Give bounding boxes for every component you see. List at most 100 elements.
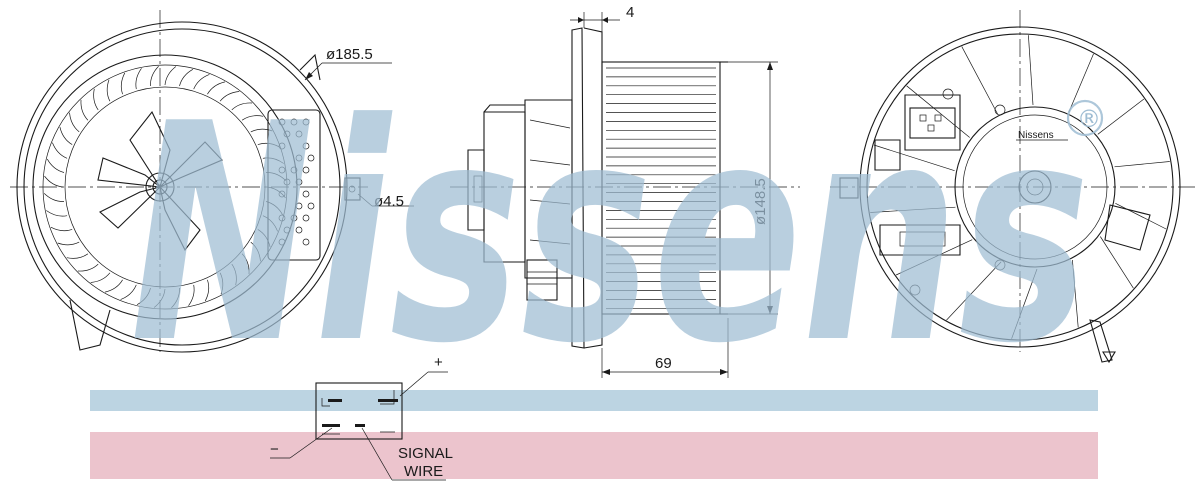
vent-hole <box>295 130 303 138</box>
impeller-blade <box>93 88 99 111</box>
impeller-blade <box>219 91 240 102</box>
vent-hole <box>278 118 286 126</box>
housing-rib <box>1114 161 1170 168</box>
pink-band <box>90 432 1098 479</box>
vent-hole <box>302 118 310 126</box>
vent-hole <box>302 190 310 198</box>
impeller-blade <box>59 126 73 145</box>
impeller-blade <box>106 79 111 102</box>
housing-rib <box>1115 202 1167 230</box>
housing-rib <box>906 85 970 138</box>
fan-height-dimension: 69 <box>601 318 729 378</box>
housing-rib <box>1028 35 1034 106</box>
impeller-blade <box>77 263 99 272</box>
vent-hole <box>307 202 315 210</box>
side-view <box>450 27 800 349</box>
fan-fins <box>606 67 716 309</box>
impeller-blade <box>231 102 253 111</box>
impeller-blade <box>219 272 224 295</box>
housing-rib <box>1068 53 1094 113</box>
vent-hole <box>295 154 303 162</box>
vent-hole <box>278 214 286 222</box>
impeller-blade <box>120 72 126 95</box>
vent-hole <box>278 166 286 174</box>
registered-mark: ® <box>1077 105 1101 133</box>
impeller-blade <box>231 263 237 286</box>
vent-hole <box>278 238 286 246</box>
impeller-blade <box>262 157 284 164</box>
impeller-blade <box>52 142 68 159</box>
impeller-blade <box>179 68 194 87</box>
housing-rib <box>946 261 1002 321</box>
blue-band <box>90 390 1098 411</box>
vent-hole <box>302 214 310 222</box>
impeller-blade <box>44 175 64 188</box>
front-view <box>10 10 368 353</box>
impeller-blade <box>153 288 166 308</box>
connector-diagram: + − SIGNAL WIRE <box>270 354 453 481</box>
impeller-blade <box>150 65 159 87</box>
impeller-blade <box>257 229 271 248</box>
impeller-blade <box>135 68 142 90</box>
vent-hole <box>302 166 310 174</box>
impeller-blade <box>104 279 123 293</box>
vent-hole <box>290 214 298 222</box>
vent-hole <box>295 202 303 210</box>
outer-diameter-label: ø185.5 <box>326 46 373 63</box>
impeller-blade <box>69 112 80 133</box>
vent-hole <box>283 178 291 186</box>
impeller-blade <box>171 287 180 309</box>
vent-hole <box>302 238 310 246</box>
plus-terminal-label: + <box>434 354 443 371</box>
vent-hole <box>278 142 286 150</box>
back-view: Nissens <box>830 10 1195 364</box>
impeller-blade <box>46 210 68 217</box>
impeller-blade <box>204 279 210 302</box>
vent-hole <box>295 226 303 234</box>
impeller-blade <box>250 128 273 133</box>
housing-rib <box>1072 259 1079 328</box>
fan-diameter-dimension: ø148.5 <box>728 61 778 315</box>
impeller-blade <box>50 226 73 232</box>
part-brand-label: Nissens <box>1018 130 1054 141</box>
vent-hole <box>278 190 286 198</box>
impeller-blade <box>250 241 261 262</box>
vent-hole <box>283 130 291 138</box>
impeller-blade <box>207 81 226 95</box>
impeller-blade <box>136 287 151 306</box>
impeller-blade <box>80 99 89 121</box>
flange-thickness-dimension: 4 <box>570 4 634 32</box>
housing-rib <box>870 206 956 213</box>
housing-rib <box>1097 98 1145 135</box>
outer-diameter-dimension: ø185.5 <box>304 46 392 81</box>
housing-rib <box>1011 268 1038 339</box>
signal-wire-label-line1: SIGNAL <box>398 445 453 462</box>
housing-rib <box>1100 236 1134 289</box>
impeller-blade <box>193 74 210 90</box>
hole-diameter-dimension: ø4.5 <box>357 193 414 210</box>
impeller-blade <box>43 193 65 202</box>
impeller-blade <box>46 158 65 173</box>
impeller-blade <box>241 253 250 275</box>
minus-terminal-label: − <box>270 441 279 458</box>
impeller-blade <box>164 66 177 86</box>
registered-mark-circle <box>1066 99 1104 137</box>
impeller-blade <box>57 241 80 246</box>
brand-watermark: Nissens <box>130 60 1090 409</box>
fan-diameter-label: ø148.5 <box>752 178 769 225</box>
vent-hole <box>302 142 310 150</box>
impeller-blade <box>262 215 278 232</box>
impeller-blade <box>66 253 89 259</box>
housing-rib <box>873 144 955 172</box>
housing-rib <box>961 46 998 115</box>
impeller-blade <box>241 115 264 121</box>
impeller-blade <box>120 284 137 300</box>
vent-hole <box>295 178 303 186</box>
hole-diameter-label: ø4.5 <box>374 193 404 210</box>
flange-thickness-label: 4 <box>626 4 634 21</box>
impeller-blade <box>90 272 111 283</box>
vent-hole <box>307 154 315 162</box>
fan-height-label: 69 <box>655 355 672 372</box>
vent-hole <box>283 226 291 234</box>
